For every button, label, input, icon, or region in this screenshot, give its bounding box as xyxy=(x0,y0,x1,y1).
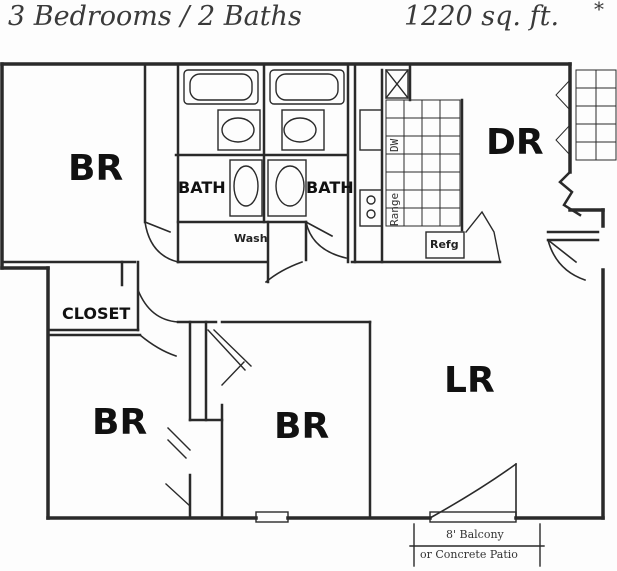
living-room-label: LR xyxy=(444,360,495,401)
bath-label-right: BATH xyxy=(306,178,354,197)
washer-label: Wash xyxy=(234,232,268,245)
toilets xyxy=(217,109,325,151)
dining-room-label: DR xyxy=(486,122,544,163)
dining-hutch xyxy=(555,69,617,161)
bedroom-label-top-left: BR xyxy=(68,148,124,189)
balcony-label: 8' Balcony xyxy=(446,528,504,541)
bedroom-label-bottom-left: BR xyxy=(92,402,148,443)
interior-walls xyxy=(0,62,600,520)
kitchen-appliances xyxy=(359,69,501,263)
sliding-doors xyxy=(165,329,517,523)
closet-label: CLOSET xyxy=(62,304,131,323)
balcony-outline xyxy=(409,523,545,567)
kitchen-counter-grid xyxy=(385,99,461,227)
vanities xyxy=(229,159,307,217)
footnote-asterisk: * xyxy=(594,0,604,21)
dishwasher-label: DW xyxy=(388,138,401,152)
square-footage-heading: 1220 sq. ft. xyxy=(404,1,560,32)
refrigerator-label: Refg xyxy=(430,238,459,251)
range-label: Range xyxy=(388,192,401,226)
patio-label: or Concrete Patio xyxy=(420,548,518,561)
bedroom-label-center: BR xyxy=(274,406,330,447)
bathtubs xyxy=(183,69,345,105)
bedrooms-baths-heading: 3 Bedrooms / 2 Baths xyxy=(8,1,302,32)
bath-label-left: BATH xyxy=(178,178,226,197)
